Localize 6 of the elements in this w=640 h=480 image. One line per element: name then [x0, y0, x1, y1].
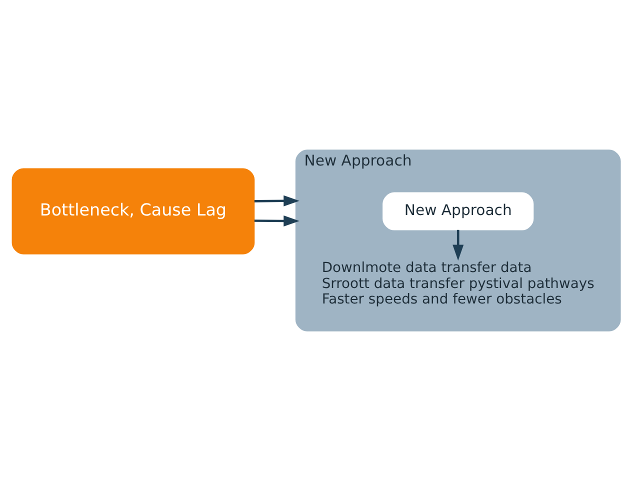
- node-text: Downlmote data transfer data Srroott data transfer pystival pathways Faster speeds and fewer obstacles: [322, 260, 594, 308]
- node-box: Bottleneck, Cause Lag: [12, 168, 255, 254]
- node-box: New Approach: [382, 192, 534, 230]
- arrow: [254, 194, 300, 206]
- arrow: [254, 215, 300, 226]
- arrow: [452, 229, 464, 260]
